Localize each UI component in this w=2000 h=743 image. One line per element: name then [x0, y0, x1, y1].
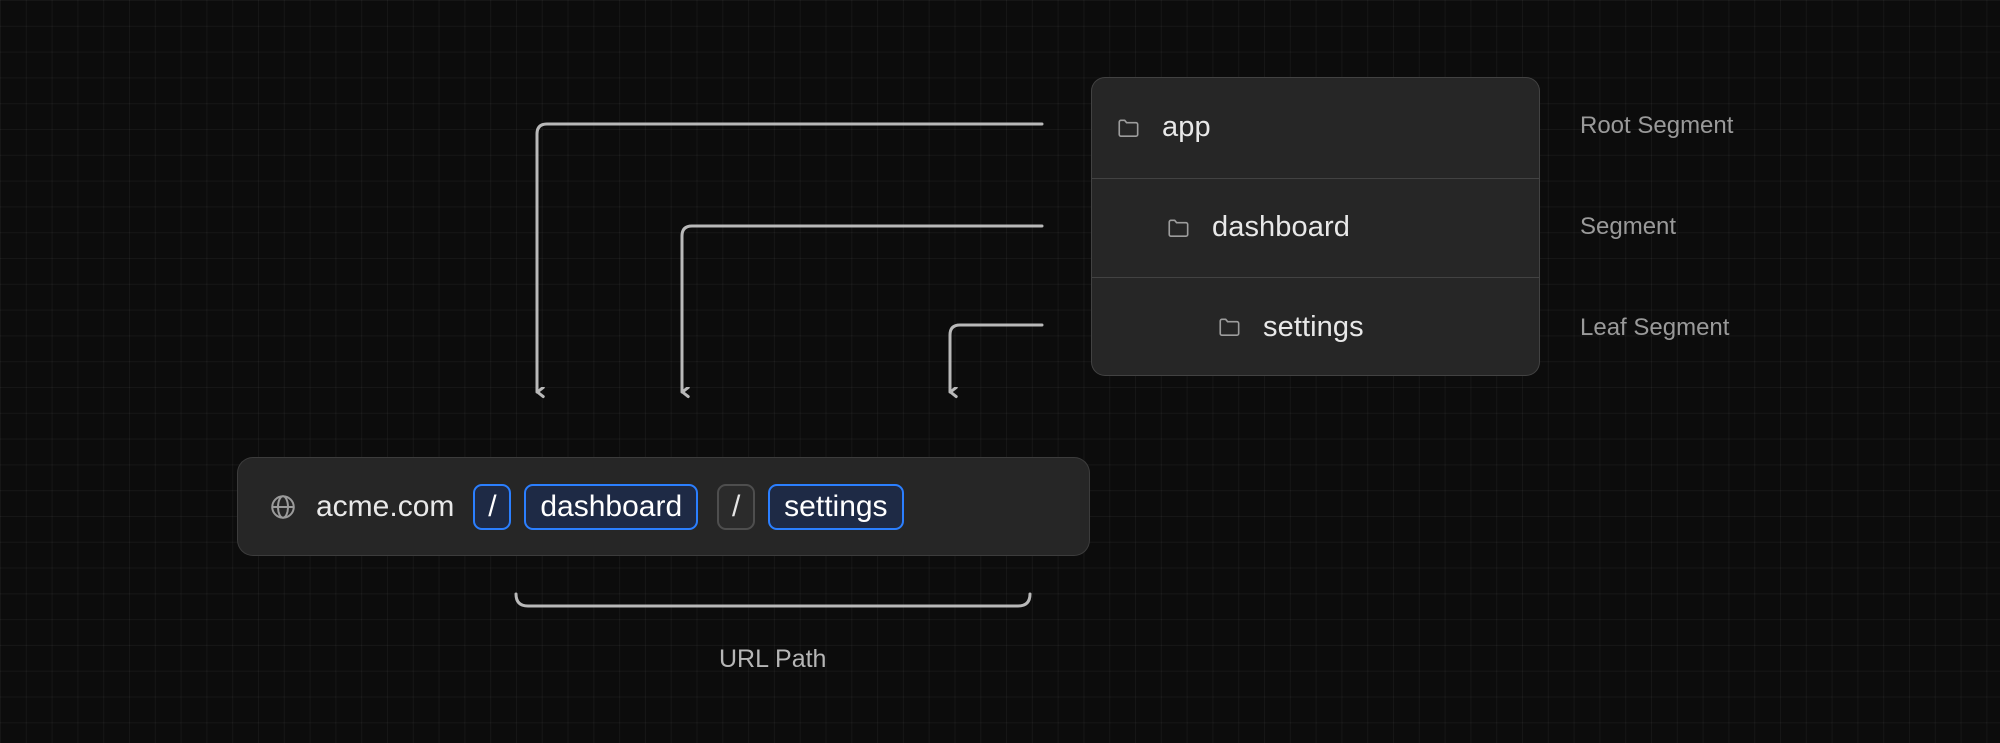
url-path-brace	[514, 592, 1032, 608]
globe-icon	[271, 494, 295, 519]
annotation-root-segment: Root Segment	[1580, 112, 1734, 139]
tree-row-label: settings	[1263, 310, 1364, 343]
url-segment-settings[interactable]: settings	[768, 483, 904, 530]
tree-row-label: dashboard	[1212, 211, 1350, 244]
connector-settings-to-settings	[948, 323, 1044, 392]
folder-icon	[1118, 119, 1139, 137]
folder-icon	[1168, 219, 1189, 237]
tree-row[interactable]: settings	[1092, 277, 1539, 375]
url-bar[interactable]: acme.com / dashboard / settings	[237, 457, 1090, 556]
url-path-caption: URL Path	[719, 645, 827, 673]
tree-row-label: app	[1162, 111, 1211, 144]
url-segment-slash-2[interactable]: /	[717, 483, 756, 530]
file-tree-card: app dashboard settings	[1091, 77, 1540, 376]
annotation-segment: Segment	[1580, 213, 1677, 240]
connector-app-to-slash	[535, 122, 1044, 392]
url-host: acme.com	[316, 489, 455, 523]
tree-row[interactable]: app	[1092, 78, 1539, 178]
tree-row[interactable]: dashboard	[1092, 177, 1539, 278]
connector-dashboard-to-dashboard	[680, 224, 1044, 392]
folder-icon	[1219, 318, 1240, 337]
url-segment-dashboard[interactable]: dashboard	[524, 483, 699, 530]
url-segment-slash-1[interactable]: /	[473, 483, 512, 530]
annotation-leaf-segment: Leaf Segment	[1580, 314, 1730, 341]
